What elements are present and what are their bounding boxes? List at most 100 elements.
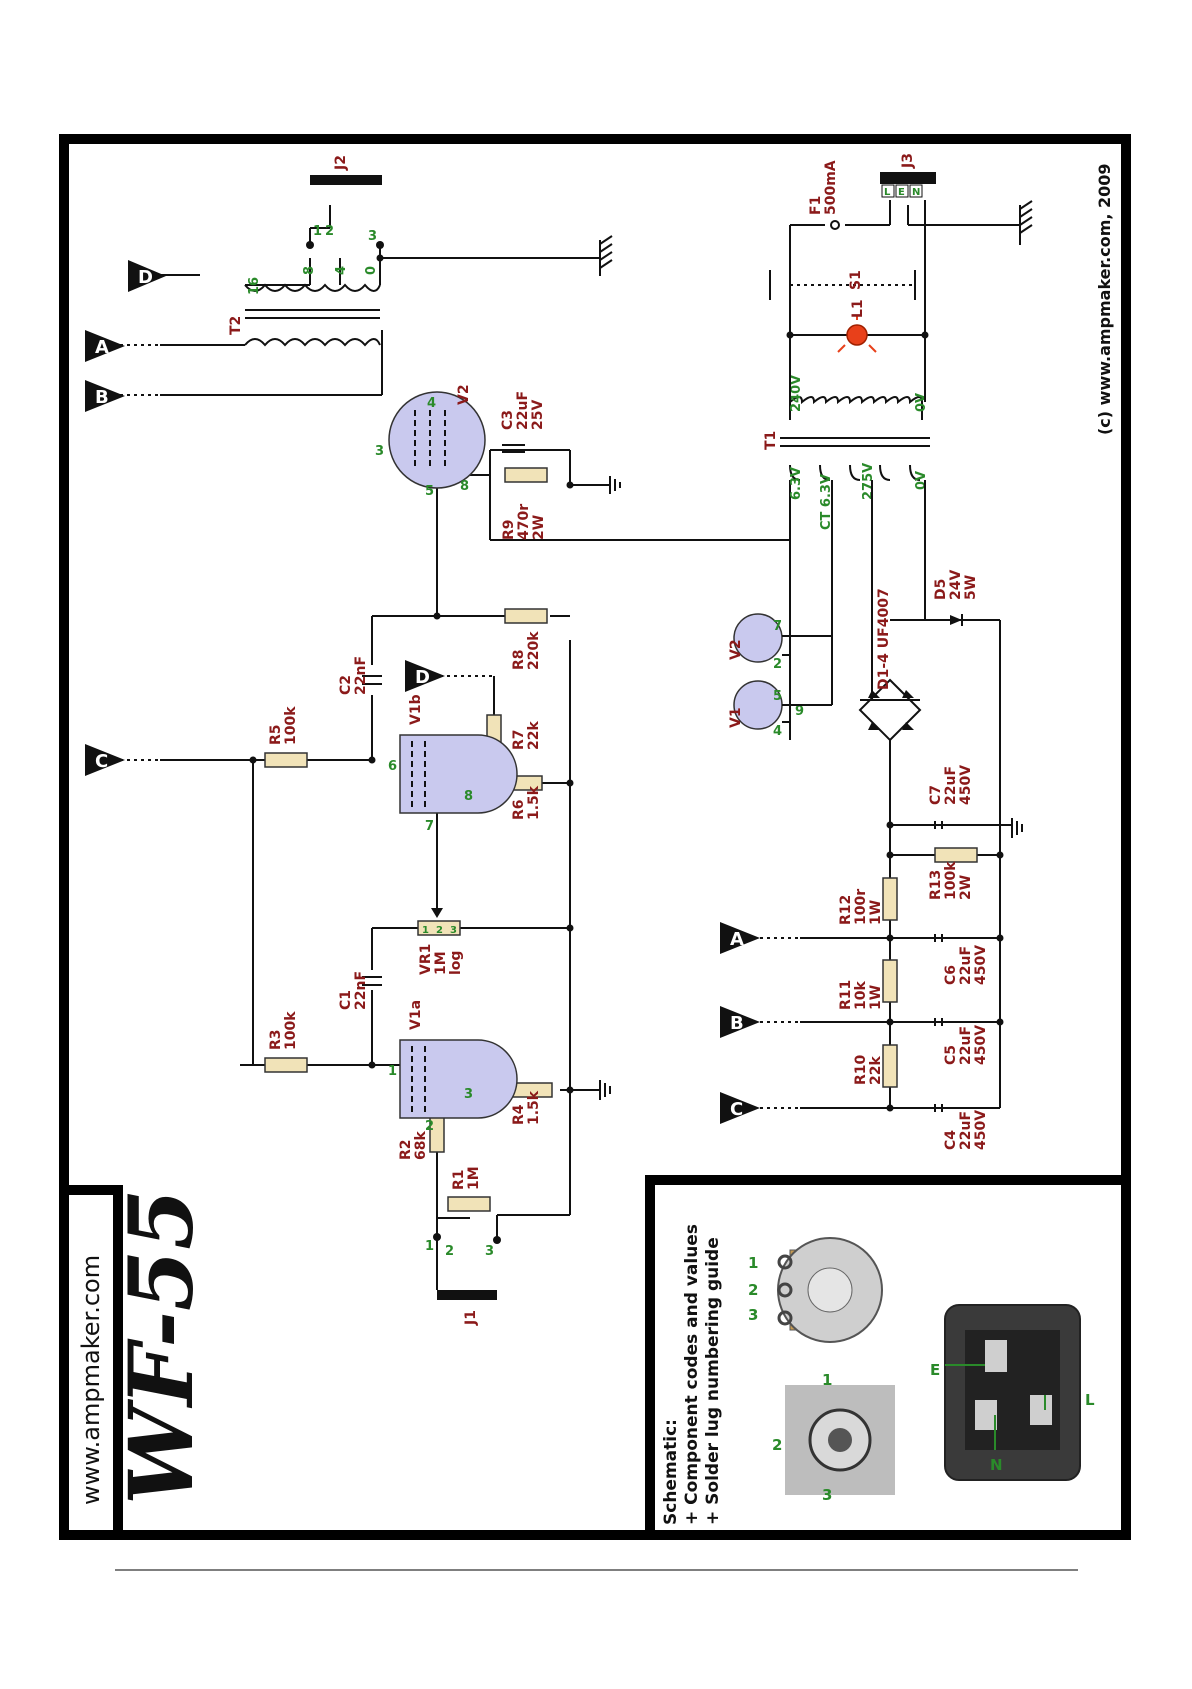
resistor-r12: R12 100r 1W [838, 877, 898, 925]
flag-c-supply: C [720, 1092, 760, 1124]
mains-wires [769, 200, 1020, 402]
resistor-r3: R3 100k [264, 1011, 308, 1073]
svg-text:1: 1 [313, 224, 322, 239]
svg-text:E: E [930, 1361, 940, 1379]
site-url: www.ampmaker.com [77, 1255, 105, 1505]
svg-text:B: B [730, 1013, 744, 1034]
svg-text:C: C [95, 751, 108, 772]
bridge-rectifier: D1-4 UF4007 [858, 588, 922, 742]
svg-text:2: 2 [436, 925, 443, 936]
svg-text:2: 2 [773, 657, 782, 672]
svg-text:N: N [912, 187, 920, 198]
svg-text:7: 7 [425, 819, 434, 834]
flag-b-output: B [85, 380, 125, 412]
svg-text:2: 2 [445, 1244, 454, 1259]
svg-text:L1: L1 [850, 299, 866, 318]
svg-text:68k: 68k [413, 1131, 429, 1160]
svg-text:100r: 100r [853, 889, 869, 925]
svg-text:V2: V2 [728, 639, 744, 660]
svg-text:450V: 450V [973, 1110, 989, 1150]
svg-text:4: 4 [773, 724, 782, 739]
svg-text:2: 2 [772, 1436, 782, 1454]
model-title: WF-55 [109, 1189, 213, 1505]
heater-v1: V1 4 5 9 [728, 680, 804, 739]
svg-text:R3: R3 [268, 1029, 284, 1050]
svg-text:4: 4 [334, 266, 349, 275]
lamp-l1: L1 [837, 299, 877, 353]
svg-text:V1a: V1a [408, 1000, 424, 1030]
resistor-r13: R13 100k 2W [928, 847, 978, 900]
svg-text:22k: 22k [526, 721, 542, 750]
iec-socket-guide: E N L [930, 1304, 1095, 1481]
svg-text:5W: 5W [963, 575, 979, 600]
svg-text:E: E [898, 187, 905, 198]
svg-text:1.5k: 1.5k [526, 785, 542, 820]
svg-text:220k: 220k [526, 631, 542, 670]
pot-vr1: 1 2 3 VR1 1M log [417, 908, 464, 975]
svg-text:A: A [95, 337, 109, 358]
svg-text:T1: T1 [763, 431, 779, 450]
svg-text:3: 3 [375, 444, 384, 459]
resistor-r4: R4 1.5k [509, 1082, 553, 1125]
svg-text:22k: 22k [868, 1056, 884, 1085]
svg-text:1: 1 [388, 1064, 397, 1079]
capacitor-c5: C5 22uF 450V [934, 1018, 989, 1065]
capacitor-c3: C3 22uF 25V [500, 391, 546, 453]
svg-text:3: 3 [464, 1087, 473, 1102]
svg-text:R2: R2 [398, 1139, 414, 1160]
resistor-r11: R11 10k 1W [838, 959, 898, 1010]
jack-j2: J2 1 2 3 [306, 155, 384, 249]
svg-text:1: 1 [422, 925, 429, 936]
svg-text:450V: 450V [973, 1025, 989, 1065]
svg-text:6.3V: 6.3V [789, 467, 804, 500]
flag-c-signal: C [85, 744, 125, 776]
svg-text:C1: C1 [338, 990, 354, 1010]
svg-text:22uF: 22uF [515, 391, 531, 430]
svg-text:C3: C3 [500, 410, 516, 430]
outer-frame [59, 134, 1131, 1540]
svg-text:V2: V2 [456, 384, 472, 405]
svg-text:D1-4 UF4007: D1-4 UF4007 [876, 588, 892, 690]
svg-text:22uF: 22uF [958, 1111, 974, 1150]
svg-text:500mA: 500mA [823, 160, 839, 215]
pot-guide: 3 2 1 [748, 1237, 883, 1343]
svg-text:10k: 10k [853, 981, 869, 1010]
svg-text:CT 6.3V: CT 6.3V [819, 474, 834, 530]
svg-text:1.5k: 1.5k [526, 1090, 542, 1125]
svg-text:J1: J1 [463, 1310, 479, 1326]
svg-text:R6: R6 [511, 799, 527, 820]
svg-text:1W: 1W [868, 985, 884, 1010]
svg-text:2W: 2W [958, 875, 974, 900]
svg-text:3: 3 [368, 229, 377, 244]
svg-text:T2: T2 [228, 316, 244, 335]
heater-v2: V2 2 7 [728, 613, 783, 672]
svg-text:3: 3 [748, 1306, 758, 1324]
svg-text:B: B [95, 387, 109, 408]
svg-text:1: 1 [425, 1239, 434, 1254]
svg-text:470r: 470r [516, 504, 532, 540]
capacitor-c6: C6 22uF 450V [934, 934, 989, 985]
svg-text:D: D [415, 667, 430, 688]
jack-guide: 1 2 3 [772, 1371, 895, 1504]
zener-d5: D5 24V 5W [933, 570, 979, 626]
transformer-t1: T1 240V 0V 6.3V CT 6.3V 275V 0V [763, 375, 930, 530]
jack-j1: J1 1 2 3 [425, 1233, 501, 1326]
svg-text:0V: 0V [914, 471, 929, 490]
capacitor-c4: C4 22uF 450V [934, 1104, 989, 1150]
svg-text:C2: C2 [338, 675, 354, 695]
svg-text:24V: 24V [948, 570, 964, 600]
svg-text:0V: 0V [914, 393, 929, 412]
legend-line2: + Component codes and values [682, 1224, 702, 1525]
svg-text:3: 3 [822, 1486, 832, 1504]
svg-text:R1: R1 [451, 1169, 467, 1190]
flag-a-supply: A [720, 922, 760, 954]
svg-text:275V: 275V [861, 463, 876, 500]
svg-text:5: 5 [773, 689, 782, 704]
svg-text:R10: R10 [853, 1054, 869, 1085]
legend-line1: Schematic: [661, 1419, 681, 1525]
svg-text:C6: C6 [943, 965, 959, 985]
svg-text:J3: J3 [900, 153, 916, 169]
switch-s1: S1 [848, 270, 864, 290]
svg-text:C4: C4 [943, 1130, 959, 1150]
